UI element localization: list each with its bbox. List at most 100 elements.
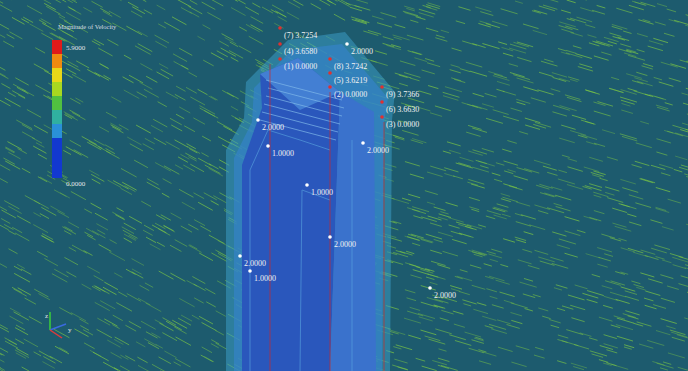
streamline xyxy=(656,208,670,212)
streamline xyxy=(8,92,16,96)
streamline xyxy=(386,45,401,49)
streamline xyxy=(82,284,92,289)
streamline xyxy=(209,96,217,100)
probe-dot xyxy=(328,235,332,239)
streamline xyxy=(182,202,195,209)
streamline xyxy=(472,285,486,289)
streamline xyxy=(627,214,636,217)
streamline xyxy=(145,138,155,143)
streamline xyxy=(0,224,9,230)
streamline xyxy=(641,250,656,254)
streamline xyxy=(175,359,190,367)
streamline xyxy=(551,325,560,328)
streamline xyxy=(103,75,110,79)
streamline xyxy=(440,212,448,214)
streamline xyxy=(202,2,216,9)
streamline xyxy=(231,106,238,110)
streamline xyxy=(454,324,465,327)
streamline xyxy=(480,166,488,169)
streamline xyxy=(412,243,420,245)
streamline xyxy=(4,224,13,229)
streamline xyxy=(150,244,161,250)
legend-entry: 0.0000 xyxy=(66,172,85,190)
streamline xyxy=(21,19,29,23)
streamline xyxy=(34,289,48,297)
streamline xyxy=(597,264,607,267)
streamline xyxy=(187,144,196,149)
streamline xyxy=(519,131,528,134)
streamline xyxy=(607,157,618,160)
streamline xyxy=(109,252,125,261)
streamline xyxy=(542,0,558,2)
streamline xyxy=(171,125,182,131)
streamline xyxy=(136,125,151,133)
streamline xyxy=(668,353,685,358)
streamline xyxy=(637,81,653,86)
streamline xyxy=(602,286,613,289)
streamline xyxy=(138,31,148,37)
streamline xyxy=(50,206,64,214)
streamline xyxy=(157,242,165,246)
streamline xyxy=(669,78,681,82)
streamline xyxy=(431,261,445,265)
streamline xyxy=(159,357,171,364)
streamline xyxy=(493,208,506,212)
streamline xyxy=(497,204,509,208)
streamline xyxy=(498,347,513,351)
streamline xyxy=(479,361,491,365)
streamline xyxy=(412,51,422,54)
streamline xyxy=(643,64,653,67)
streamline xyxy=(15,78,28,85)
streamline xyxy=(624,347,632,349)
streamline xyxy=(561,125,575,129)
streamline xyxy=(164,351,176,358)
middle-layer xyxy=(234,44,388,371)
streamline xyxy=(275,11,286,17)
streamline xyxy=(631,281,640,284)
streamline xyxy=(179,107,190,113)
streamline xyxy=(441,365,458,370)
streamline xyxy=(450,70,461,73)
streamline xyxy=(112,212,124,219)
streamline xyxy=(141,201,151,206)
streamline xyxy=(146,303,162,312)
streamline xyxy=(39,20,46,24)
streamline xyxy=(441,30,449,32)
streamline xyxy=(565,231,581,236)
streamline xyxy=(199,316,213,324)
streamline xyxy=(40,214,49,219)
streamline xyxy=(644,298,653,301)
probe-value: 2.0000 xyxy=(262,116,284,134)
streamline xyxy=(42,23,55,30)
streamline xyxy=(58,0,73,3)
streamline xyxy=(217,51,228,57)
streamline xyxy=(562,306,573,309)
streamline xyxy=(399,83,408,86)
streamline xyxy=(510,44,526,49)
streamline xyxy=(581,120,596,124)
streamline xyxy=(363,31,378,36)
streamline xyxy=(487,211,501,215)
streamline xyxy=(513,75,530,80)
probe-value: 2.0000 xyxy=(334,233,356,251)
streamline xyxy=(201,153,208,157)
streamline xyxy=(135,0,146,2)
streamline xyxy=(233,0,245,4)
streamline xyxy=(451,65,460,68)
streamline xyxy=(173,54,187,62)
streamline xyxy=(604,296,619,300)
streamline xyxy=(634,91,651,96)
streamline xyxy=(176,114,184,119)
streamline xyxy=(591,172,604,176)
color-bar-step xyxy=(52,68,62,82)
streamline xyxy=(15,339,24,344)
streamline xyxy=(592,41,609,46)
probe-value: 2.0000 xyxy=(351,40,373,58)
streamline xyxy=(557,308,565,310)
streamline xyxy=(624,53,636,57)
streamline xyxy=(271,9,278,13)
streamline xyxy=(455,340,471,345)
streamline xyxy=(1,219,10,224)
streamline xyxy=(84,209,92,213)
streamline xyxy=(660,275,673,279)
